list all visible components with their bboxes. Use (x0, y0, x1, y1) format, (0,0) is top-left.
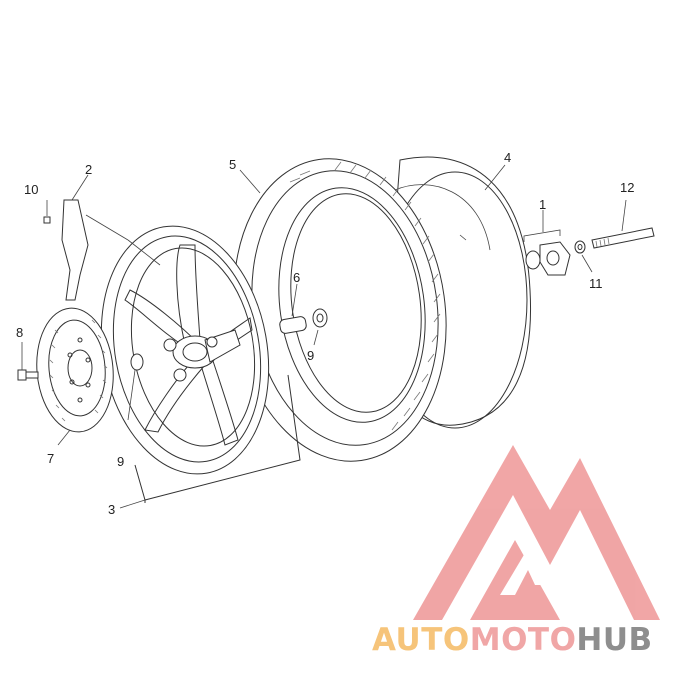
callout-2: 2 (85, 162, 92, 177)
callout-4: 4 (504, 150, 511, 165)
callout-10: 10 (24, 182, 38, 197)
callout-7: 7 (47, 451, 54, 466)
callout-12: 12 (620, 180, 634, 195)
watermark-moto: MOTO (470, 622, 577, 658)
callout-9-left: 9 (117, 454, 124, 469)
watermark-auto: AUTO (372, 622, 470, 658)
axle-part-12 (591, 199, 655, 249)
watermark-hub: HUB (576, 622, 652, 658)
logo-mark-icon (413, 445, 660, 620)
spacer-part-6 (279, 283, 307, 334)
speedo-drive-part-1 (523, 210, 571, 276)
callout-1: 1 (539, 197, 546, 212)
callout-9-right: 9 (307, 348, 314, 363)
callout-3: 3 (108, 502, 115, 517)
svg-text:AUTOMOTOHUB: AUTOMOTOHUB (372, 622, 653, 658)
bearing-part-9-left (127, 353, 144, 421)
bearing-part-9-right (312, 308, 328, 346)
leader-lines (57, 164, 506, 509)
callout-11: 11 (589, 276, 603, 291)
washer-part-11 (574, 240, 593, 273)
callout-8: 8 (16, 325, 23, 340)
callout-6: 6 (293, 270, 300, 285)
callout-labels: 1 2 3 4 5 6 7 8 9 9 10 11 12 (16, 150, 634, 517)
screw-part-10 (43, 200, 51, 224)
rim-part-5 (233, 158, 447, 462)
guard-plate-part-2 (61, 199, 161, 301)
automotohub-logo (413, 445, 660, 620)
watermark-text: AUTOMOTOHUB (372, 622, 653, 658)
callout-5: 5 (229, 157, 236, 172)
disc-bolt-part-8 (17, 342, 39, 381)
spoked-wheel-part-3 (100, 225, 301, 503)
